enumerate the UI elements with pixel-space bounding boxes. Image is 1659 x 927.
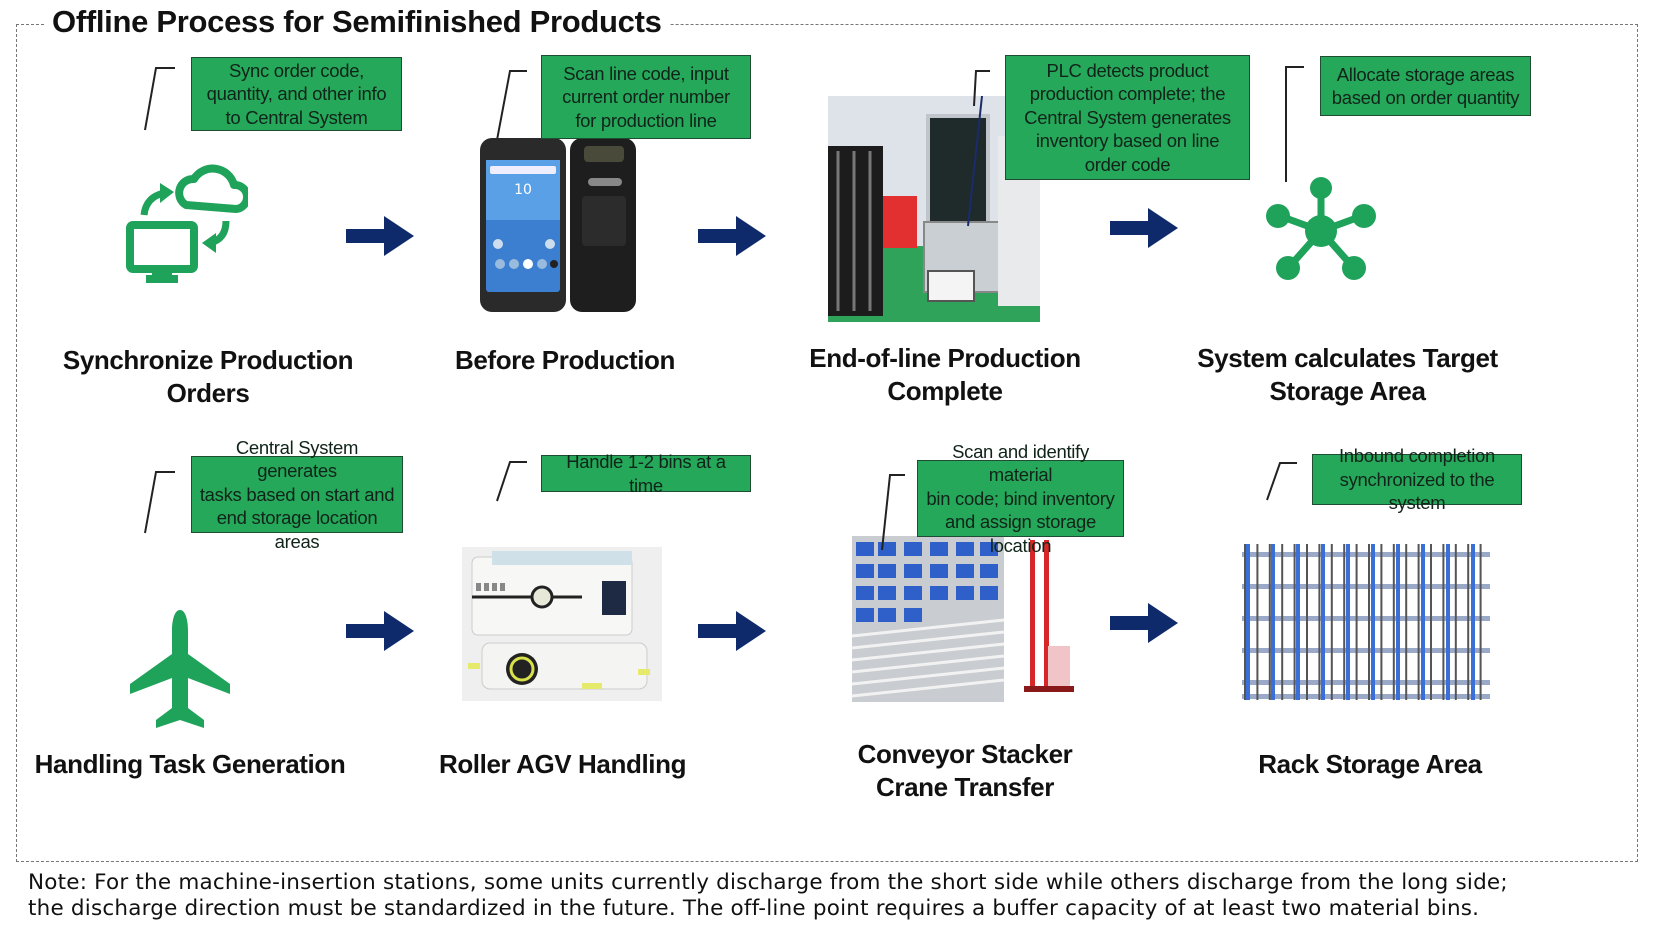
- flow-arrow-right: [698, 216, 766, 256]
- step-label-roller-agv: Roller AGV Handling: [438, 749, 687, 779]
- process-frame: [16, 24, 1638, 862]
- callout-leader-line: [144, 471, 175, 534]
- footnote: Note: For the machine-insertion stations…: [28, 870, 1508, 922]
- conveyor-stacker-photo: [852, 536, 1082, 702]
- flow-arrow-right: [698, 611, 766, 651]
- callout-leader-line: [496, 70, 527, 141]
- roller-agv-photo: [462, 547, 662, 701]
- callout-leader-line: [881, 474, 905, 551]
- step-label-rack-storage: Rack Storage Area: [1258, 749, 1482, 779]
- flow-arrow-right: [346, 216, 414, 256]
- airplane-icon: [130, 610, 230, 728]
- scanner-screen-clock: 10: [514, 182, 532, 198]
- computer-cloud-sync-icon: [126, 164, 248, 283]
- callout-handle-bins: Handle 1-2 bins at a time: [541, 451, 751, 496]
- production-line-photo: [828, 96, 1040, 322]
- flow-arrow-right: [1110, 208, 1178, 248]
- step-label-task-generation: Handling Task Generation: [34, 749, 346, 779]
- flow-arrow-right: [1110, 603, 1178, 643]
- network-hub-icon: [1266, 177, 1376, 280]
- rack-storage-illustration: [1242, 544, 1490, 700]
- page-title: Offline Process for Semifinished Product…: [44, 4, 670, 40]
- footnote-line: Note: For the machine-insertion stations…: [28, 870, 1508, 895]
- footnote-line: the discharge direction must be standard…: [28, 896, 1480, 921]
- callout-leader-line: [144, 67, 175, 131]
- flow-arrow-right: [346, 611, 414, 651]
- callout-sync-order: Sync order code,quantity, and other info…: [191, 57, 402, 131]
- handheld-scanner-photo: 10: [478, 134, 638, 314]
- step-label-before-production: Before Production: [455, 345, 675, 375]
- callout-leader-line: [1266, 462, 1297, 501]
- callout-leader-line: [496, 461, 527, 502]
- callout-leader-line: [1285, 66, 1304, 182]
- callout-leader-line: [973, 70, 990, 107]
